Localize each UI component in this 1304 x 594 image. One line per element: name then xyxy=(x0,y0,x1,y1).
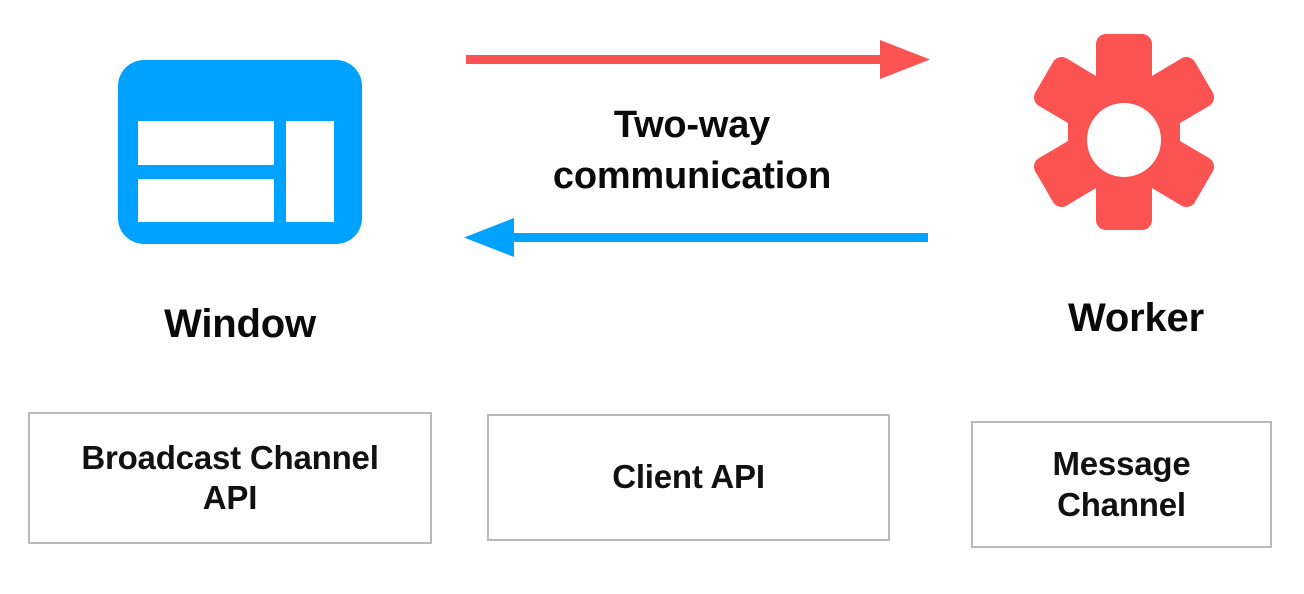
window-pane-top-left xyxy=(138,121,274,165)
caption-line-2: communication xyxy=(552,154,832,197)
api-box-broadcast-line-2: API xyxy=(202,479,258,516)
arrow-window-to-worker xyxy=(462,38,932,82)
connection-caption: Two-way communication xyxy=(492,100,892,201)
browser-window-icon xyxy=(118,60,362,244)
api-box-broadcast-channel-api: Broadcast Channel API xyxy=(28,412,432,544)
api-box-client-line-1: Client API xyxy=(612,458,765,496)
api-box-message-line-2: Channel xyxy=(1057,485,1186,523)
api-box-client-api-text: Client API xyxy=(612,457,765,497)
node-label-worker: Worker xyxy=(1068,296,1204,340)
api-box-broadcast-channel-api-text: Broadcast Channel API xyxy=(81,438,379,519)
gear-icon xyxy=(1018,28,1230,252)
arrow-worker-to-window xyxy=(462,216,932,260)
api-box-message-channel: Message Channel xyxy=(971,421,1272,548)
window-pane-right xyxy=(286,121,334,222)
api-box-message-channel-text: Message Channel xyxy=(1052,444,1190,525)
window-pane-bottom-left xyxy=(138,179,274,222)
api-box-message-line-1: Message xyxy=(1052,445,1191,483)
caption-line-1: Two-way xyxy=(613,104,771,146)
api-box-broadcast-line-1: Broadcast Channel xyxy=(81,438,379,476)
node-label-window: Window xyxy=(164,302,316,346)
api-box-client-api: Client API xyxy=(487,414,890,541)
